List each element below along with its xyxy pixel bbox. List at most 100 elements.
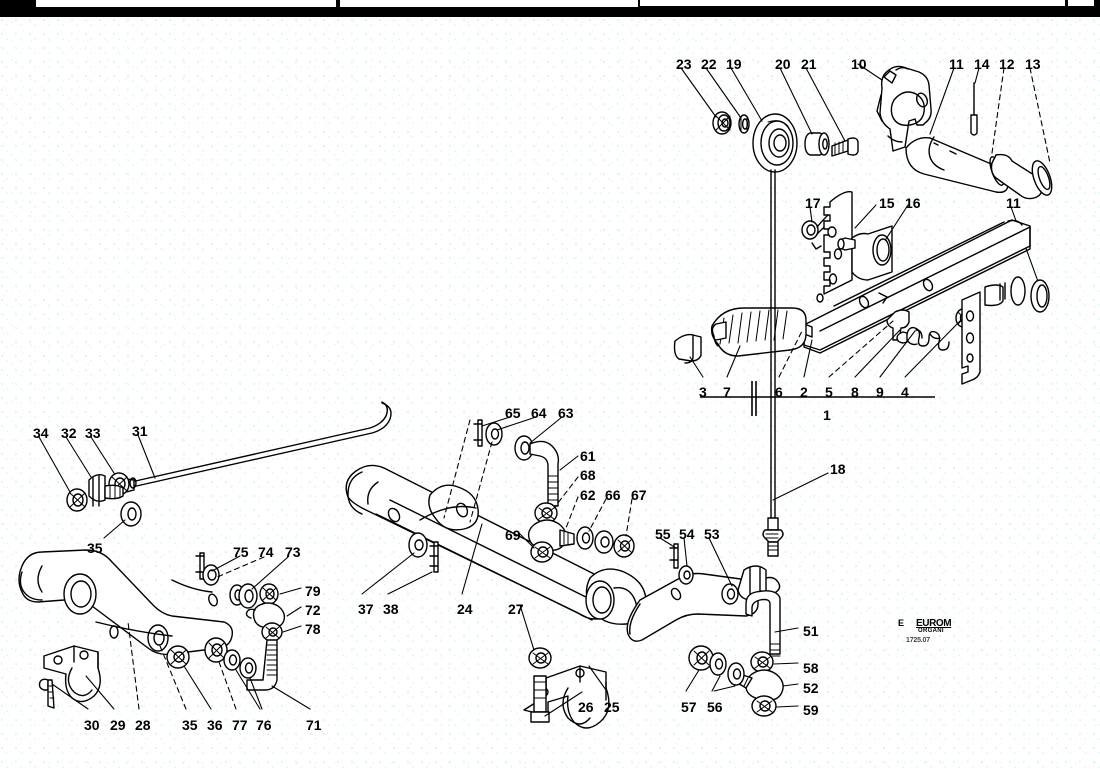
callout-68: 68 xyxy=(580,467,596,483)
part-51-bent-rod xyxy=(745,590,781,657)
leader-lines-left-upper xyxy=(38,434,156,539)
callout-3: 3 xyxy=(699,384,707,400)
callout-25: 25 xyxy=(604,699,620,715)
callout-8: 8 xyxy=(851,384,859,400)
part-36-nut xyxy=(166,645,190,669)
callout-34: 34 xyxy=(33,425,49,441)
part-67-nut xyxy=(613,534,635,558)
part-35-washer-upper xyxy=(120,501,142,527)
part-65-clip xyxy=(473,419,483,447)
callout-35: 35 xyxy=(87,540,103,556)
callout-38: 38 xyxy=(383,601,399,617)
callout-75: 75 xyxy=(233,544,249,560)
part-66-washers xyxy=(576,526,614,554)
callout-67: 67 xyxy=(631,487,647,503)
callout-61: 61 xyxy=(580,448,596,464)
callout-59: 59 xyxy=(803,702,819,718)
part-20-spacer xyxy=(804,132,830,156)
callout-13: 13 xyxy=(1025,56,1041,72)
callout-16: 16 xyxy=(905,195,921,211)
part-18-brake-cable xyxy=(762,169,829,557)
part-24-cross-shaft xyxy=(345,464,647,625)
callout-26: 26 xyxy=(578,699,594,715)
callout-71: 71 xyxy=(306,717,322,733)
callout-63: 63 xyxy=(558,405,574,421)
part-8-spring xyxy=(896,326,950,351)
part-78-nut xyxy=(261,622,283,642)
callout-29: 29 xyxy=(110,717,126,733)
callout-36: 36 xyxy=(207,717,223,733)
watermark-name: EUROM xyxy=(916,618,952,629)
callout-62: 62 xyxy=(580,487,596,503)
callout-56: 56 xyxy=(707,699,723,715)
part-77-nut xyxy=(204,637,228,663)
part-79-nut xyxy=(259,583,279,605)
callout-79: 79 xyxy=(305,583,321,599)
part-73-washer xyxy=(238,583,258,609)
callout-18: 18 xyxy=(830,461,846,477)
callout-35: 35 xyxy=(182,717,198,733)
callout-51: 51 xyxy=(803,623,819,639)
callout-77: 77 xyxy=(232,717,248,733)
watermark-subtitle: ORGANI xyxy=(918,628,944,634)
part-4-mounting-bracket xyxy=(961,276,1050,385)
part-16-release-button xyxy=(827,225,893,281)
callout-5: 5 xyxy=(825,384,833,400)
callout-27: 27 xyxy=(508,601,524,617)
callout-9: 9 xyxy=(876,384,884,400)
callout-64: 64 xyxy=(531,405,547,421)
callout-19: 19 xyxy=(726,56,742,72)
callout-1: 1 xyxy=(823,407,831,423)
part-10-lever-yoke xyxy=(876,65,932,152)
part-7-hand-grip xyxy=(710,307,807,357)
part-23-nut xyxy=(712,111,732,135)
leader-lines-top-right xyxy=(680,63,1051,288)
callout-15: 15 xyxy=(879,195,895,211)
callout-12: 12 xyxy=(999,56,1015,72)
callout-52: 52 xyxy=(803,680,819,696)
part-61-rod xyxy=(529,440,560,507)
callout-14: 14 xyxy=(974,56,990,72)
leader-lines-right-lower xyxy=(659,537,799,708)
callout-11: 11 xyxy=(1006,195,1021,211)
part-26-bolt xyxy=(530,675,550,723)
part-76-washers xyxy=(223,649,257,679)
callout-24: 24 xyxy=(457,601,473,617)
callout-69: 69 xyxy=(505,527,521,543)
callout-37: 37 xyxy=(358,601,374,617)
part-27-nut xyxy=(528,647,552,669)
callout-76: 76 xyxy=(256,717,272,733)
callout-74: 74 xyxy=(258,544,274,560)
part-30-bolt xyxy=(38,678,55,709)
part-29-bracket xyxy=(43,645,101,703)
part-64-washer xyxy=(485,422,503,446)
part-19-pulley xyxy=(752,113,798,173)
callout-72: 72 xyxy=(305,602,321,618)
part-58-nut xyxy=(750,651,774,673)
callout-7: 7 xyxy=(723,384,731,400)
callout-2: 2 xyxy=(800,384,808,400)
callout-20: 20 xyxy=(775,56,791,72)
scan-frame-top-border xyxy=(0,0,1100,20)
callout-23: 23 xyxy=(676,56,692,72)
part-53-right-arm xyxy=(626,565,781,642)
part-21-bolt xyxy=(831,137,859,157)
part-38-clip xyxy=(429,541,439,573)
part-69-nuts xyxy=(530,541,554,563)
leader-lines-mid-right xyxy=(689,204,962,416)
callout-65: 65 xyxy=(505,405,521,421)
part-59-nut xyxy=(751,695,777,717)
part-54-washer xyxy=(678,565,694,585)
callout-31: 31 xyxy=(132,423,148,439)
callout-57: 57 xyxy=(681,699,697,715)
watermark-mark-icon: E xyxy=(898,618,905,628)
watermark-code: 1725.07 xyxy=(906,637,930,644)
callout-54: 54 xyxy=(679,526,695,542)
callout-11: 11 xyxy=(949,56,964,72)
callout-28: 28 xyxy=(135,717,151,733)
part-55-clip xyxy=(669,543,679,569)
part-71-rod xyxy=(246,639,278,691)
callout-30: 30 xyxy=(84,717,100,733)
